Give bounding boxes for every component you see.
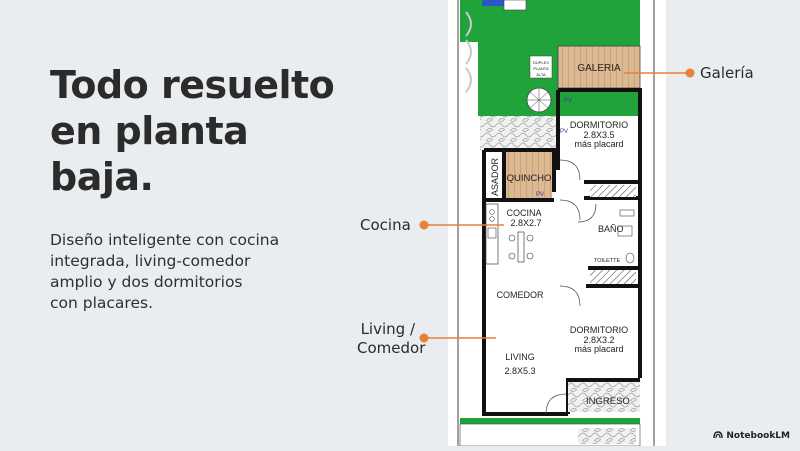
label-dormitorio-2: DORMITORIO (570, 325, 628, 335)
label-living-size: 2.8X5.3 (504, 366, 535, 376)
label-cocina: COCINA (506, 208, 541, 218)
galeria-deck (557, 45, 641, 89)
stone-patio (480, 116, 558, 150)
door-swing-dorm-1 (559, 159, 581, 181)
asador (486, 152, 502, 198)
duplex-note-line-2: PLANTA (533, 66, 549, 71)
callout-label-galeria: Galería (700, 64, 754, 82)
label-pv-top: PV (564, 98, 572, 104)
quincho-floor (506, 152, 552, 198)
callout-label-living-line-1: Living / (360, 320, 415, 338)
duplex-note-box (529, 55, 553, 79)
pool-steps (465, 11, 472, 93)
placard-1 (590, 185, 636, 197)
label-dormitorio-1-size: 2.8X3.5 (583, 130, 614, 140)
label-toilette: TOILETTE (594, 258, 621, 264)
entry-door-swing (545, 393, 567, 415)
floor-plan-image: DUPLEX PLANTA ALTA GALERIA (448, 0, 666, 447)
label-ingreso: INGRESO (586, 396, 630, 407)
watermark-text: NotebookLM (726, 431, 790, 441)
bano-room (590, 204, 636, 266)
label-pv-quincho: PV (536, 192, 544, 198)
pool-edge (460, 42, 478, 116)
callout-dot-cocina (419, 220, 429, 230)
label-living: LIVING (505, 352, 535, 362)
label-asador: ASADOR (490, 157, 500, 196)
body-line-1: Diseño inteligente con cocina (50, 231, 280, 249)
building-walls (482, 88, 642, 416)
body-line-2: integrada, living-comedor (50, 252, 251, 270)
callout-label-cocina: Cocina (360, 216, 411, 234)
headline: Todo resuelto en planta baja. (50, 62, 390, 200)
body-line-3: amplio y dos dormitorios (50, 273, 243, 291)
label-dormitorio-1-extra: más placard (574, 139, 623, 149)
headline-line-3: baja. (50, 155, 154, 199)
front-path (578, 428, 636, 444)
headline-line-1: Todo resuelto (50, 63, 335, 107)
label-dormitorio-2-size: 2.8X3.2 (583, 335, 614, 345)
placard-2 (590, 270, 636, 284)
label-comedor: COMEDOR (497, 290, 545, 300)
kitchen-table (517, 231, 525, 263)
body-text: Diseño inteligente con cocina integrada,… (50, 230, 330, 314)
pool-cover (503, 0, 527, 11)
kitchen-counter (485, 203, 499, 265)
label-cocina-size: 2.8X2.7 (510, 218, 541, 228)
watermark: NotebookLM (713, 431, 790, 441)
ingreso-patio (568, 382, 640, 412)
pool-water (482, 0, 512, 6)
body-line-4: con placares. (50, 294, 153, 312)
label-galeria: GALERIA (577, 63, 621, 74)
callout-dot-galeria (685, 68, 695, 78)
label-quincho: QUINCHO (507, 173, 552, 184)
label-dormitorio-2-extra: más placard (574, 344, 623, 354)
front-lawn (460, 418, 640, 424)
callout-label-living-line-2: Comedor (357, 339, 426, 357)
duplex-note-line-3: ALTA (536, 72, 546, 77)
notebooklm-icon (713, 431, 724, 439)
floor-plan-drawing: DUPLEX PLANTA ALTA GALERIA (457, 0, 655, 447)
label-pv-left: PV (560, 129, 568, 135)
duplex-note-line-1: DUPLEX (533, 60, 549, 65)
callout-label-living: Living / Comedor (357, 320, 426, 358)
headline-line-2: en planta (50, 109, 249, 153)
label-bano: BAÑO (598, 224, 624, 234)
label-dormitorio-1: DORMITORIO (570, 120, 628, 130)
